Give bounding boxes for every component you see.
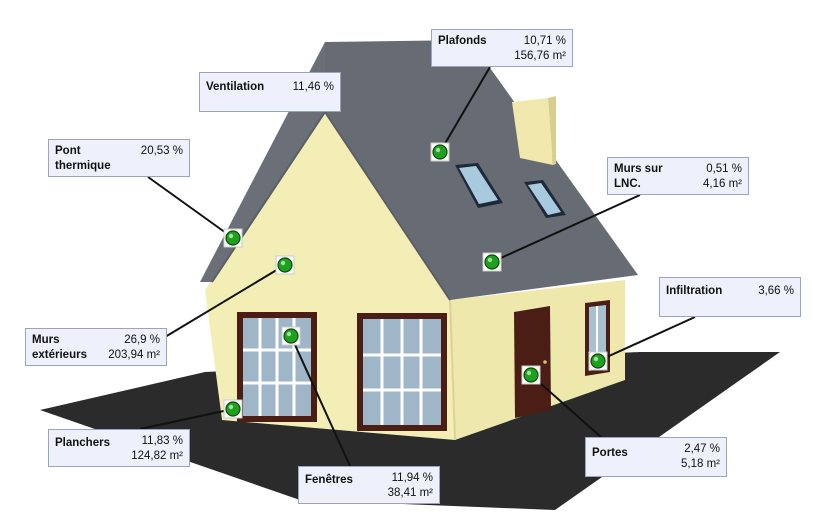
label-plafonds-name: Plafonds bbox=[438, 35, 487, 47]
label-pont-name-1: Pont bbox=[55, 145, 81, 157]
label-portes-percent: 2,47 % bbox=[684, 443, 720, 455]
chimney bbox=[512, 98, 553, 165]
label-planchers-percent: 11,83 % bbox=[141, 435, 183, 447]
label-murs-ext-percent: 26,9 % bbox=[124, 334, 160, 346]
label-fenetres: Fenêtres 11,94 % 38,41 m² bbox=[298, 466, 440, 504]
label-murs-lnc-area: 4,16 m² bbox=[703, 178, 742, 190]
marker-plafonds[interactable] bbox=[430, 142, 450, 162]
marker-infiltration[interactable] bbox=[588, 351, 608, 371]
label-ventilation-percent: 11,46 % bbox=[292, 81, 334, 93]
label-portes: Portes 2,47 % 5,18 m² bbox=[585, 437, 727, 477]
leader-line-fenetres bbox=[290, 335, 351, 467]
label-planchers-name: Planchers bbox=[55, 437, 110, 449]
leader-line-infiltration bbox=[597, 316, 696, 362]
label-planchers: Planchers 11,83 % 124,82 m² bbox=[48, 429, 190, 467]
label-planchers-area: 124,82 m² bbox=[131, 450, 183, 462]
door bbox=[514, 306, 551, 418]
label-plafonds-area: 156,76 m² bbox=[514, 50, 566, 62]
label-murs-ext-area: 203,94 m² bbox=[108, 349, 160, 361]
marker-portes[interactable] bbox=[521, 365, 541, 385]
label-ventilation: Ventilation 11,46 % bbox=[199, 72, 341, 112]
label-pont-percent: 20,53 % bbox=[140, 145, 183, 157]
label-ventilation-name: Ventilation bbox=[206, 81, 265, 93]
label-murs-ext-name-1: Murs bbox=[32, 334, 60, 346]
label-portes-area: 5,18 m² bbox=[681, 458, 720, 470]
leader-line-pont bbox=[147, 176, 234, 239]
label-murs-lnc-name-1: Murs sur bbox=[614, 163, 663, 175]
leader-line-planchers bbox=[139, 408, 234, 430]
label-infiltration-name: Infiltration bbox=[666, 285, 723, 297]
leader-line-portes bbox=[530, 374, 611, 446]
label-fenetres-area: 38,41 m² bbox=[387, 487, 433, 499]
label-pont-thermique: Pont thermique 20,53 % bbox=[48, 139, 190, 177]
marker-pont[interactable] bbox=[223, 228, 243, 248]
marker-fenetres[interactable] bbox=[281, 326, 301, 346]
label-murs-exterieurs: Murs extérieurs 26,9 % 203,94 m² bbox=[25, 328, 167, 366]
marker-planchers[interactable] bbox=[223, 399, 243, 419]
label-infiltration: Infiltration 3,66 % bbox=[659, 277, 801, 317]
label-portes-name: Portes bbox=[592, 447, 628, 459]
leader-line-murs-lnc bbox=[491, 194, 641, 263]
leader-line-murs-ext bbox=[159, 264, 286, 341]
label-murs-ext-name-2: extérieurs bbox=[32, 349, 87, 361]
label-fenetres-name: Fenêtres bbox=[305, 474, 353, 486]
label-plafonds: Plafonds 10,71 % 156,76 m² bbox=[431, 29, 573, 67]
label-murs-lnc-percent: 0,51 % bbox=[706, 163, 742, 175]
label-infiltration-percent: 3,66 % bbox=[758, 285, 794, 297]
label-fenetres-percent: 11,94 % bbox=[391, 472, 433, 484]
label-murs-lnc-name-2: LNC. bbox=[614, 178, 641, 190]
label-pont-name-2: thermique bbox=[55, 160, 111, 172]
marker-murs-lnc[interactable] bbox=[482, 252, 502, 272]
label-plafonds-percent: 10,71 % bbox=[523, 35, 566, 47]
marker-murs-ext[interactable] bbox=[275, 255, 295, 275]
leader-line-plafonds bbox=[439, 66, 491, 153]
